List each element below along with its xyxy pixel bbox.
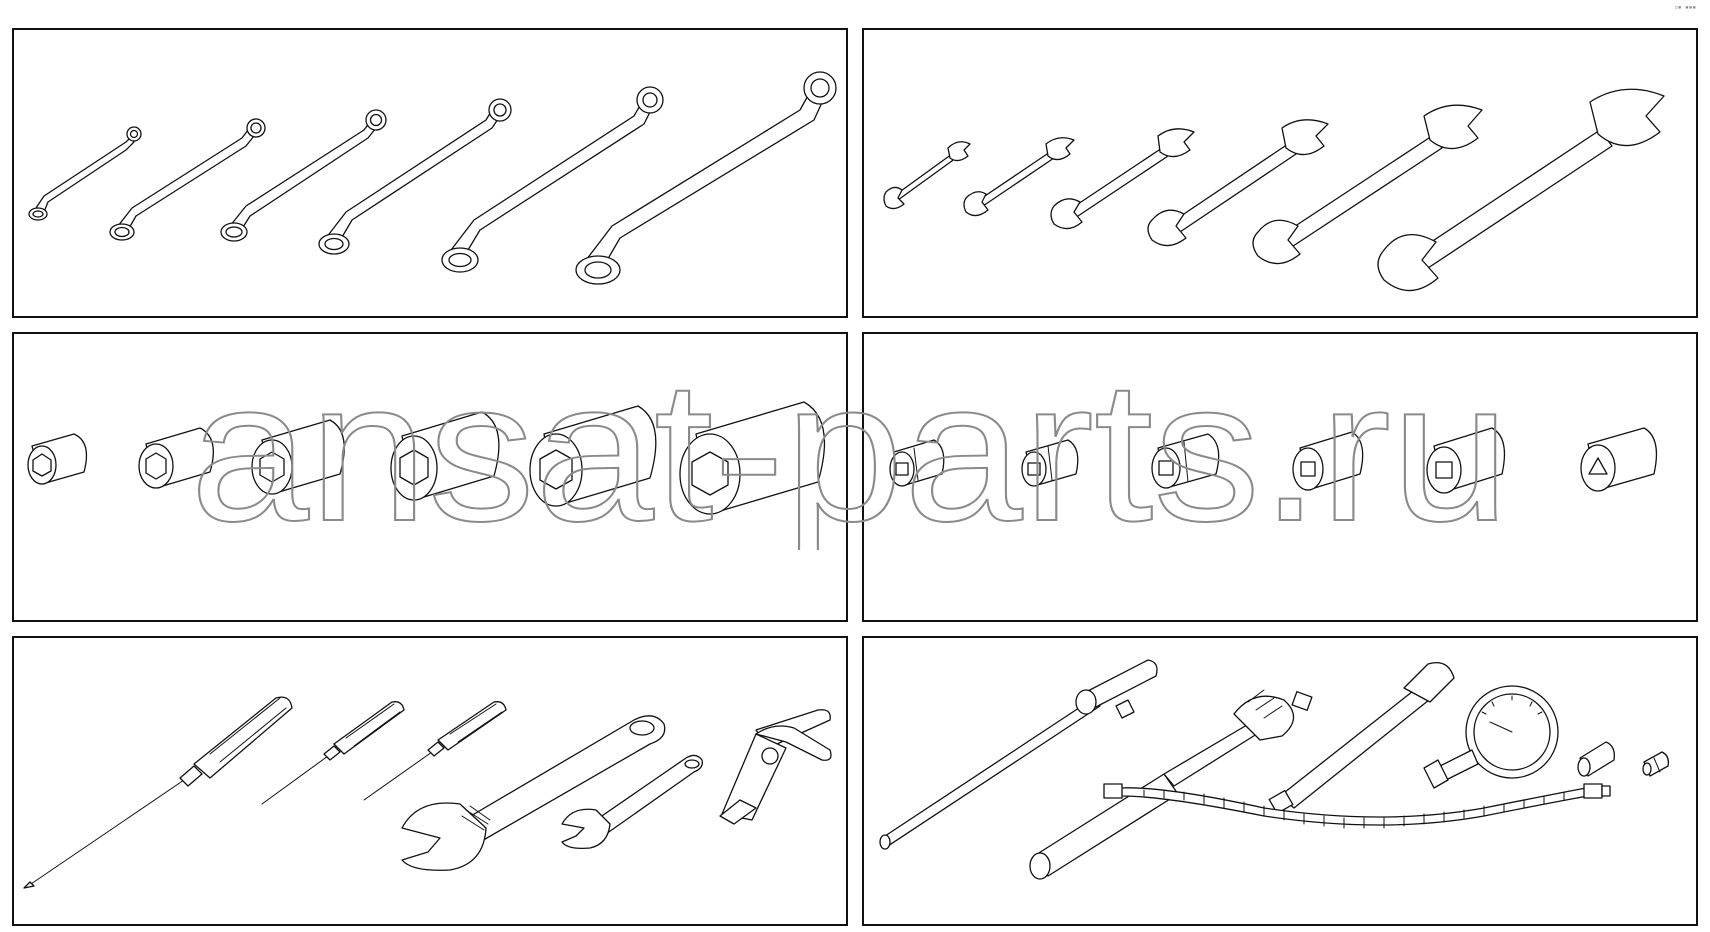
square-socket-icon	[1151, 433, 1220, 489]
screwdriver-icon	[261, 701, 405, 805]
extension-bar-icon	[1268, 661, 1455, 815]
double-box-wrench-icon	[109, 118, 266, 241]
fitting-icon	[1642, 751, 1670, 777]
hex-socket-icon	[390, 411, 500, 501]
hex-socket-icon	[529, 405, 657, 507]
open-end-wrench-icon	[1377, 88, 1665, 292]
flexible-hose-icon	[1103, 783, 1611, 829]
panel-box-wrenches	[12, 28, 848, 318]
pressure-gauge-icon	[1423, 685, 1559, 789]
screwdriver-icon	[363, 701, 507, 801]
panel-ratchet-and-gauge	[862, 636, 1698, 926]
t-handle-icon	[879, 659, 1158, 850]
panel-square-sockets	[862, 332, 1698, 622]
adapter-icon	[1577, 741, 1615, 777]
double-box-wrench-icon	[28, 126, 142, 221]
square-socket-icon	[889, 439, 945, 487]
square-socket-icon	[1292, 431, 1364, 491]
panel-open-end-wrenches	[862, 28, 1698, 318]
hex-socket-icon	[138, 427, 214, 489]
double-box-wrench-icon	[575, 71, 837, 285]
double-box-wrench-icon	[441, 86, 664, 273]
adjustable-wrench-icon	[561, 754, 703, 850]
open-end-wrench-icon	[1252, 104, 1483, 265]
panel-hand-tools	[12, 636, 848, 926]
square-socket-icon	[1021, 439, 1079, 487]
panel-hex-sockets	[12, 332, 848, 622]
adjustable-wrench-icon	[401, 715, 666, 871]
hex-socket-icon	[27, 433, 88, 485]
hex-socket-icon	[679, 401, 826, 515]
open-end-wrench-icon	[1147, 119, 1329, 247]
open-end-wrench-icon	[963, 137, 1075, 217]
corner-mark: ▫▪ ▪▪▪	[1674, 4, 1696, 11]
open-end-wrench-icon	[1050, 128, 1195, 230]
square-socket-icon	[1426, 427, 1506, 494]
screwdriver-icon	[23, 696, 293, 889]
double-box-wrench-icon	[318, 98, 512, 255]
square-socket-icon	[1580, 427, 1658, 492]
double-box-wrench-icon	[220, 109, 387, 242]
pliers-icon	[719, 709, 832, 825]
open-end-wrench-icon	[883, 141, 971, 210]
hex-socket-icon	[251, 419, 345, 495]
